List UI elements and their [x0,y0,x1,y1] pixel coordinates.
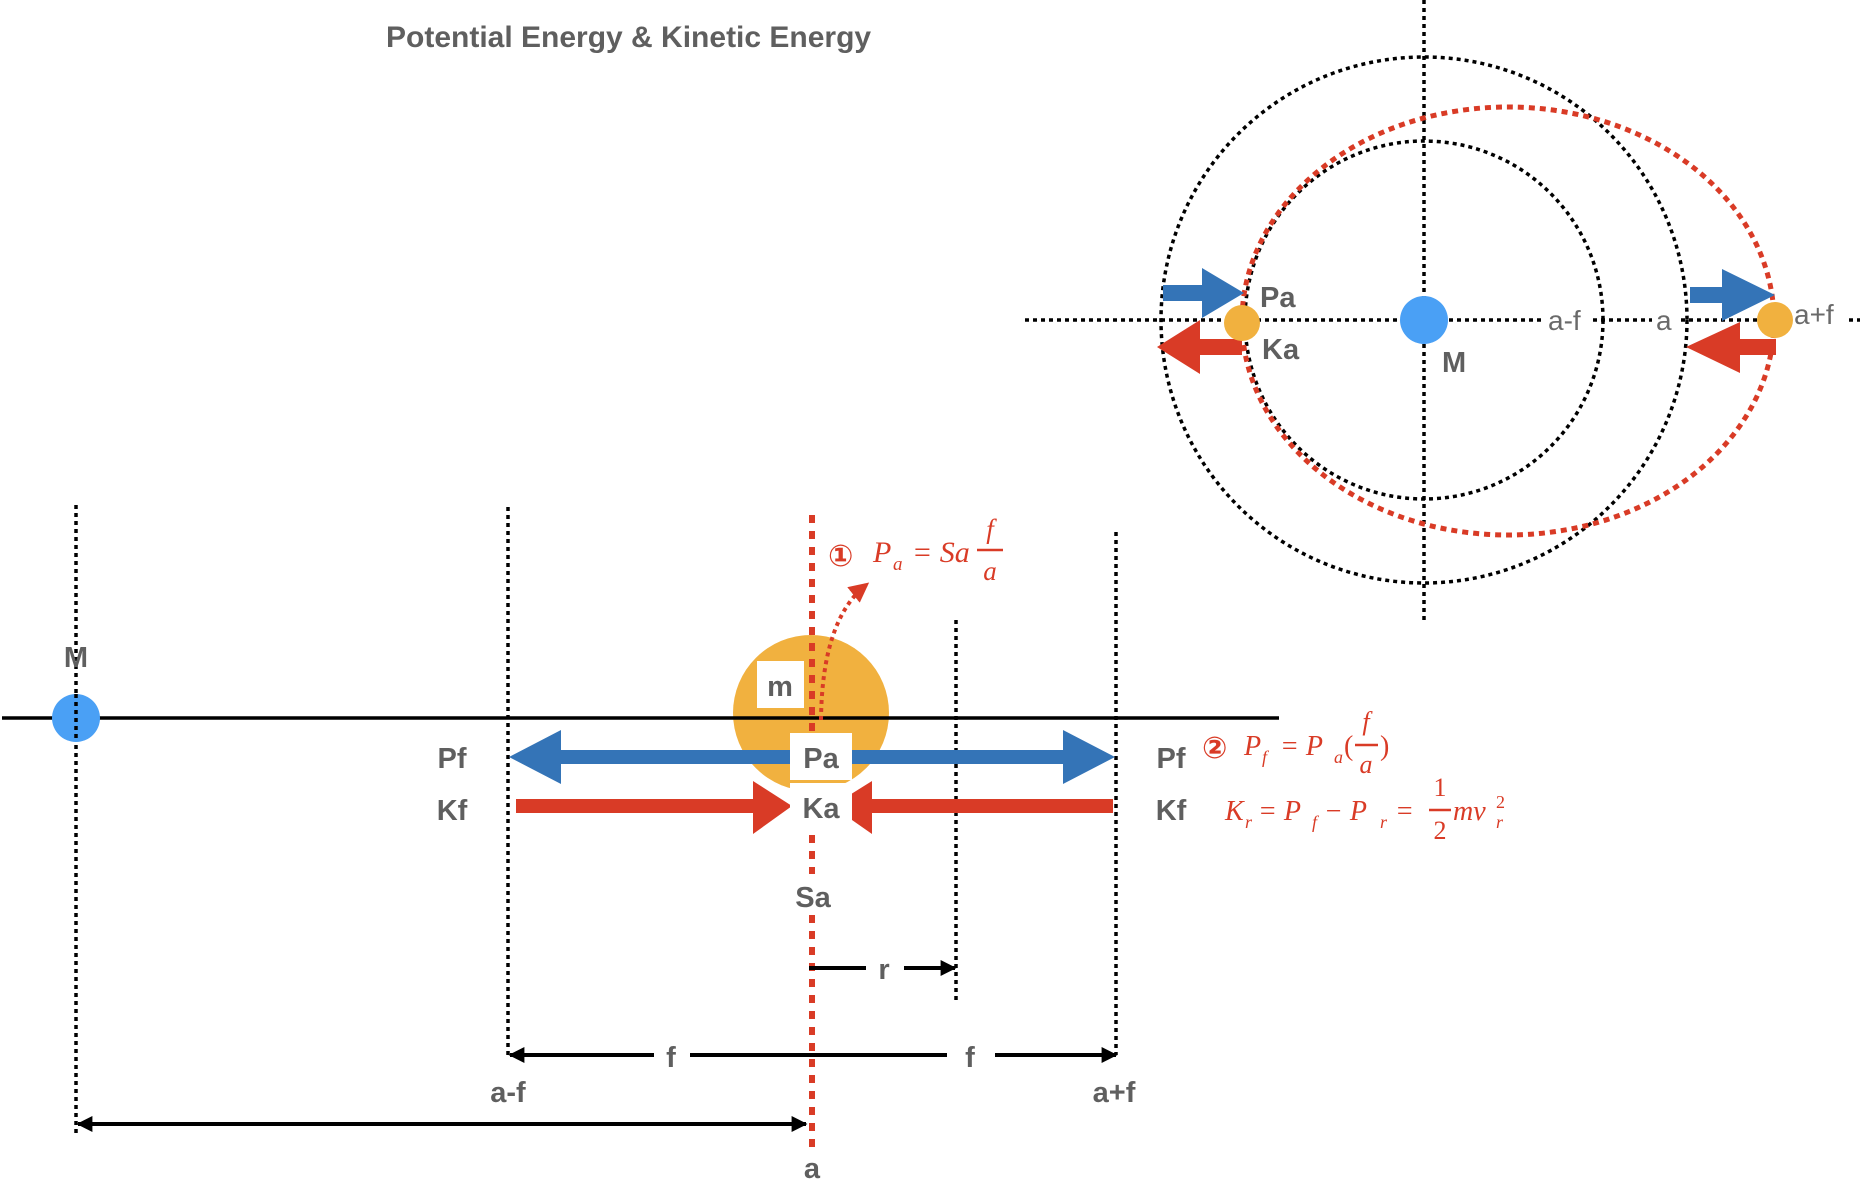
pf-left-label: Pf [438,743,467,775]
equation3-frac-num: 1 [1434,773,1447,802]
equation2-lhs-sub: f [1262,747,1270,767]
linear-diagram: M m Pa Ka Pf Kf Pf Kf Sa r f [2,505,1505,1185]
outer-orbit-circle [1159,55,1689,585]
sa-label: Sa [795,882,831,914]
equation3-eq1: = P [1258,796,1301,827]
r-label: r [878,954,889,986]
orbit-pa-label: Pa [1260,282,1296,314]
equation1-frac-num: f [986,514,997,544]
pf-right-label: Pf [1157,743,1186,775]
equation2-eq-sub: a [1334,747,1343,767]
equation3-p2-sub: r [1380,812,1388,832]
orbit-central-mass [1400,296,1448,344]
equation1-lhs: P [872,536,891,569]
equation2-open-paren: ( [1344,731,1353,762]
kf-left-label: Kf [437,795,468,827]
orbit-m-label: M [1442,347,1466,379]
orbit-ka-label: Ka [1262,334,1300,366]
equation-3: K r = P f − P r = 1 2 mv r 2 [1224,773,1505,845]
mass-label-box [757,661,804,708]
equation1-rhs: = Sa [912,536,970,569]
equation3-frac-den: 2 [1434,816,1447,845]
equation2-frac-num: f [1362,707,1373,736]
ka-label-box [790,783,852,830]
ka-label: Ka [802,793,840,825]
kf-right-label: Kf [1156,795,1187,827]
equation3-tail: mv [1453,796,1486,827]
equation3-k: K [1224,796,1245,827]
equation2-lhs: P [1243,731,1261,762]
mass-label: m [767,671,793,703]
a-label: a [804,1153,821,1185]
orbit-right-potential-arrow [1690,269,1775,321]
equation3-tail-sub: r [1496,812,1504,832]
f-left-label: f [666,1042,676,1074]
equation1-frac-den: a [983,556,997,586]
pa-label: Pa [803,743,839,775]
orbit-left-potential-arrow [1163,268,1244,318]
a-minus-f-label: a-f [490,1077,526,1109]
kinetic-energy-arrow-right [832,781,1113,834]
equation3-eq2: = [1395,796,1414,827]
equation3-minus: − P [1324,796,1367,827]
equation2-close-paren: ) [1380,731,1389,762]
kinetic-energy-arrow-left [516,781,792,834]
orbit-right-kinetic-arrow [1686,322,1776,373]
equation-1: ① P a = Sa f a [828,514,1003,586]
orbit-a-minus-f-label: a-f [1548,305,1581,336]
central-mass-label: M [64,642,88,674]
pa-label-box [790,733,852,780]
f-right-label: f [965,1042,975,1074]
orbit-a-plus-f-label: a+f [1794,299,1834,330]
orbit-diagram: Pa Ka M a-f a a+f [1025,0,1860,622]
orbit-a-label: a [1656,305,1672,336]
equation3-p1-sub: f [1312,812,1320,832]
diagram-title: Potential Energy & Kinetic Energy [386,21,871,54]
equation3-tail-sup: 2 [1496,792,1505,812]
orbit-mass-perihelion [1224,305,1260,341]
equation1-marker: ① [828,539,853,574]
equation2-marker: ② [1202,731,1227,766]
equation1-lhs-sub: a [893,554,903,575]
orbit-mass-aphelion [1757,302,1793,338]
orbit-left-kinetic-arrow [1157,320,1242,374]
equation-2: ② P f = P a ( f a ) [1202,707,1389,779]
equation2-frac-den: a [1360,750,1373,779]
equation3-k-sub: r [1245,812,1253,832]
a-plus-f-label: a+f [1093,1077,1136,1109]
equation2-eq: = P [1280,731,1323,762]
